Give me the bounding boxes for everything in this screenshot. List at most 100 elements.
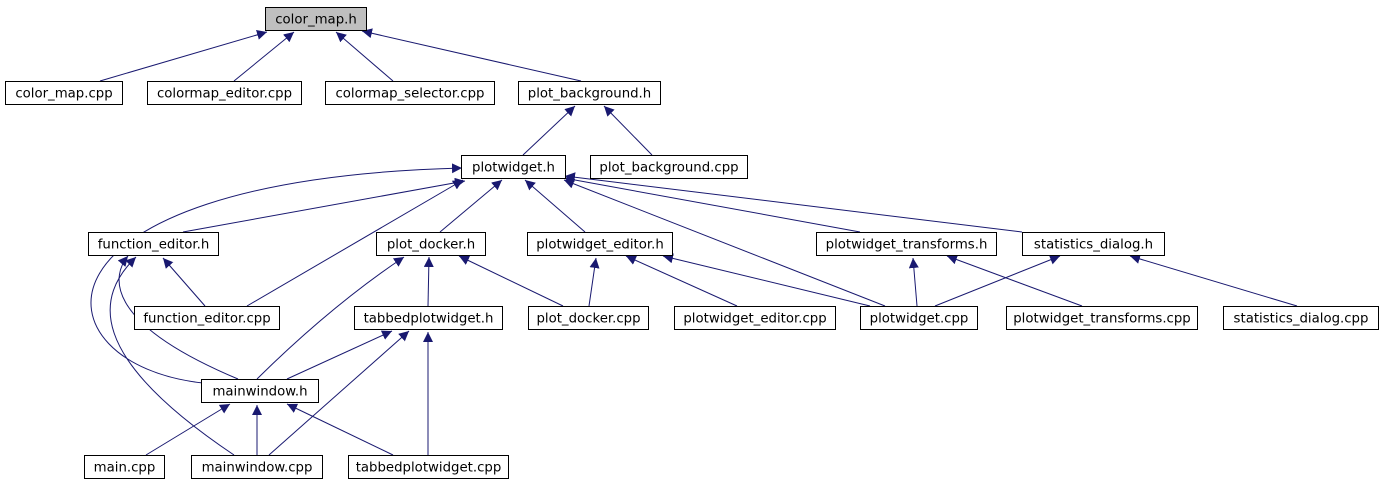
node-label: plotwidget_transforms.cpp bbox=[1013, 312, 1191, 327]
node-tabbedplotwidget-h[interactable]: tabbedplotwidget.h bbox=[354, 306, 503, 330]
node-label: colormap_editor.cpp bbox=[157, 87, 292, 102]
node-label: tabbedplotwidget.cpp bbox=[356, 461, 502, 476]
node-plotwidget-cpp[interactable]: plotwidget.cpp bbox=[860, 306, 978, 330]
edge-tabbedplotwidget-cpp-to-mainwindow-h bbox=[286, 403, 394, 456]
node-statistics-dialog-cpp[interactable]: statistics_dialog.cpp bbox=[1223, 306, 1379, 330]
edge-mainwindow-h-to-function-editor-h bbox=[117, 255, 239, 380]
node-main-cpp[interactable]: main.cpp bbox=[84, 455, 165, 479]
node-label: plotwidget_transforms.h bbox=[826, 238, 988, 253]
node-box bbox=[265, 7, 367, 31]
node-label: color_map.cpp bbox=[15, 87, 112, 102]
edge-plotwidget-cpp-to-plotwidget-h bbox=[563, 178, 886, 307]
node-box bbox=[528, 306, 649, 330]
node-color-map-cpp[interactable]: color_map.cpp bbox=[5, 81, 123, 105]
node-label: tabbedplotwidget.h bbox=[364, 312, 494, 327]
node-plot-background-h[interactable]: plot_background.h bbox=[518, 81, 661, 105]
edges bbox=[90, 28, 1298, 456]
node-statistics-dialog-h[interactable]: statistics_dialog.h bbox=[1022, 232, 1165, 256]
node-box bbox=[674, 306, 836, 330]
edge-plot-docker-cpp-to-plotwidget-editor-h bbox=[588, 257, 600, 307]
edge-mainwindow-h-to-plot-docker-h bbox=[256, 256, 405, 380]
node-plot-docker-h[interactable]: plot_docker.h bbox=[376, 232, 486, 256]
node-box bbox=[84, 455, 165, 479]
edge-function-editor-h-to-plotwidget-h bbox=[182, 177, 466, 233]
node-box bbox=[147, 81, 302, 105]
edge-plot-docker-h-to-plotwidget-h bbox=[439, 179, 503, 233]
node-box bbox=[348, 455, 509, 479]
node-label: color_map.h bbox=[275, 13, 357, 28]
node-box bbox=[376, 232, 486, 256]
edge-mainwindow-h-to-tabbedplotwidget-h bbox=[286, 330, 393, 380]
node-plotwidget-h[interactable]: plotwidget.h bbox=[461, 155, 566, 179]
edge-main-cpp-to-mainwindow-h bbox=[145, 403, 231, 456]
node-label: mainwindow.cpp bbox=[202, 461, 313, 476]
edge-colormap-editor-cpp-to-color-map-h bbox=[233, 31, 295, 82]
edge-plot-background-cpp-to-plot-background-h bbox=[603, 105, 653, 156]
edge-statistics-dialog-h-to-plotwidget-h bbox=[564, 172, 1023, 233]
node-box bbox=[816, 232, 997, 256]
node-plot-background-cpp[interactable]: plot_background.cpp bbox=[590, 155, 748, 179]
node-box bbox=[1022, 232, 1165, 256]
edge-color-map-cpp-to-color-map-h bbox=[99, 30, 268, 82]
node-colormap-selector-cpp[interactable]: colormap_selector.cpp bbox=[325, 81, 495, 105]
node-label: mainwindow.h bbox=[212, 385, 307, 400]
node-label: plotwidget_editor.cpp bbox=[683, 312, 826, 327]
node-box bbox=[1006, 306, 1198, 330]
edge-mainwindow-cpp-to-tabbedplotwidget-h bbox=[268, 330, 410, 456]
edge-plotwidget-transforms-h-to-plotwidget-h bbox=[563, 174, 861, 233]
node-mainwindow-cpp[interactable]: mainwindow.cpp bbox=[191, 455, 323, 479]
node-label: plot_docker.h bbox=[387, 238, 475, 253]
edge-plotwidget-h-to-plot-background-h bbox=[522, 105, 576, 156]
edge-plot-background-h-to-color-map-h bbox=[361, 28, 582, 82]
node-plotwidget-transforms-h[interactable]: plotwidget_transforms.h bbox=[816, 232, 997, 256]
node-colormap-editor-cpp[interactable]: colormap_editor.cpp bbox=[147, 81, 302, 105]
edge-plot-docker-cpp-to-plot-docker-h bbox=[458, 255, 564, 307]
edge-function-editor-cpp-to-plotwidget-h bbox=[246, 179, 464, 307]
node-tabbedplotwidget-cpp[interactable]: tabbedplotwidget.cpp bbox=[348, 455, 509, 479]
node-box bbox=[527, 232, 673, 256]
node-label: plotwidget.cpp bbox=[870, 312, 969, 327]
node-label: statistics_dialog.cpp bbox=[1234, 312, 1369, 327]
node-box bbox=[201, 379, 319, 403]
node-function-editor-cpp[interactable]: function_editor.cpp bbox=[134, 306, 280, 330]
node-plotwidget-editor-cpp[interactable]: plotwidget_editor.cpp bbox=[674, 306, 836, 330]
node-box bbox=[1223, 306, 1379, 330]
edge-function-editor-cpp-to-function-editor-h bbox=[162, 257, 206, 307]
node-color-map-h: color_map.h bbox=[265, 7, 367, 31]
edge-mainwindow-h-to-plotwidget-h bbox=[90, 163, 463, 384]
edge-mainwindow-cpp-to-function-editor-h bbox=[109, 256, 235, 456]
node-label: plotwidget.h bbox=[472, 161, 555, 176]
node-label: function_editor.cpp bbox=[143, 312, 270, 327]
nodes: color_map.h color_map.cpp colormap_editor.… bbox=[5, 7, 1379, 479]
node-label: main.cpp bbox=[94, 461, 156, 476]
node-function-editor-h[interactable]: function_editor.h bbox=[88, 232, 219, 256]
node-box bbox=[461, 155, 566, 179]
node-label: plot_background.cpp bbox=[599, 161, 738, 176]
node-plot-docker-cpp[interactable]: plot_docker.cpp bbox=[528, 306, 649, 330]
node-box bbox=[191, 455, 323, 479]
node-box bbox=[5, 81, 123, 105]
node-label: plot_background.h bbox=[528, 87, 651, 102]
node-label: statistics_dialog.h bbox=[1034, 238, 1153, 253]
edge-plotwidget-transforms-cpp-to-plotwidget-transforms-h bbox=[946, 254, 1083, 307]
edge-plotwidget-editor-cpp-to-plotwidget-editor-h bbox=[625, 255, 738, 307]
node-label: plotwidget_editor.h bbox=[536, 238, 664, 253]
edge-colormap-selector-cpp-to-color-map-h bbox=[335, 31, 394, 82]
edge-plotwidget-cpp-to-plotwidget-transforms-h bbox=[908, 257, 919, 307]
edge-statistics-dialog-cpp-to-statistics-dialog-h bbox=[1129, 254, 1298, 307]
edge-plotwidget-editor-h-to-plotwidget-h bbox=[524, 179, 586, 233]
node-box bbox=[134, 306, 280, 330]
node-label: plot_docker.cpp bbox=[536, 312, 640, 327]
edge-plotwidget-cpp-to-plotwidget-editor-h bbox=[662, 253, 871, 307]
node-box bbox=[860, 306, 978, 330]
node-plotwidget-transforms-cpp[interactable]: plotwidget_transforms.cpp bbox=[1006, 306, 1198, 330]
edge-plotwidget-cpp-to-statistics-dialog-h bbox=[934, 255, 1061, 307]
node-box bbox=[518, 81, 661, 105]
node-box bbox=[88, 232, 219, 256]
edge-tabbedplotwidget-h-to-plot-docker-h bbox=[423, 256, 434, 307]
node-mainwindow-h[interactable]: mainwindow.h bbox=[201, 379, 319, 403]
node-label: function_editor.h bbox=[98, 238, 210, 253]
node-label: colormap_selector.cpp bbox=[335, 87, 484, 102]
node-plotwidget-editor-h[interactable]: plotwidget_editor.h bbox=[527, 232, 673, 256]
